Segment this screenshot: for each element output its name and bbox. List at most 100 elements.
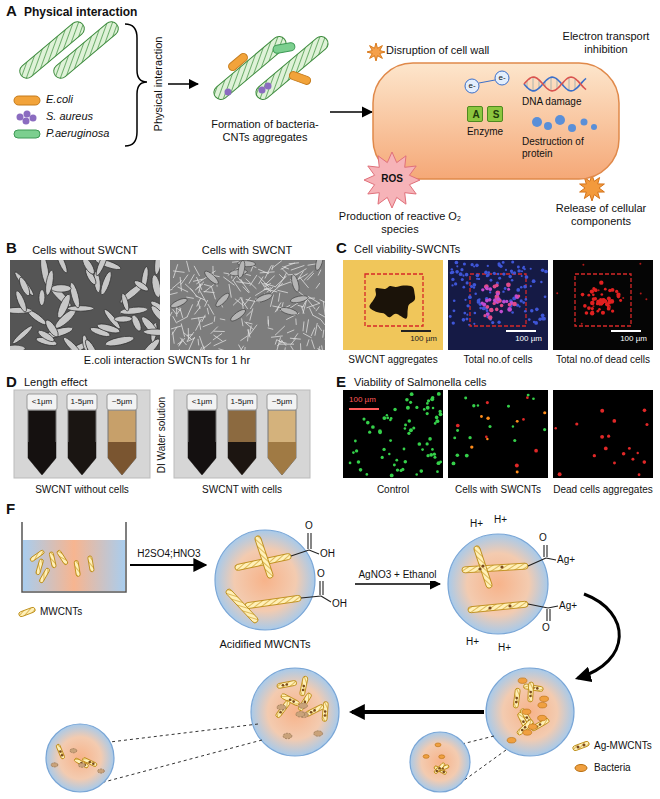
cell-dot [489,291,491,293]
chemical-bond [528,604,548,608]
cell-dot [522,418,525,421]
nanotube-fiber [244,322,253,330]
cell-dot [507,307,512,312]
cell-dot [477,404,479,406]
silver-particle [92,763,95,766]
acidified-circle: OOHOOHAcidified MWCNTs [205,518,355,638]
bacterium [522,709,531,715]
nanotube-fiber [197,282,204,289]
nanotube-fiber [291,265,305,270]
nanotube-fiber [323,301,325,315]
cell-dot [386,416,389,419]
sem-image [170,260,325,350]
cell-dot [542,317,546,321]
nanotube [211,34,289,103]
nanotube [528,682,534,702]
cell-dot [349,462,352,465]
cell-dot [490,279,493,282]
nanotube-fiber [203,323,213,327]
highlight-box [470,274,526,326]
silver-particle [292,700,295,703]
cell-dot [555,427,557,429]
tube-body [28,410,56,475]
bacterium-rod [237,260,246,279]
arrow-label: Physical interaction [152,37,165,132]
node-heading: Acidified MWCNTs [205,638,325,651]
dead-cell-dot [640,293,642,295]
cell-dot [486,275,489,278]
panel-letter: C [336,239,347,257]
cell-dot [486,312,490,316]
bacterium-rod [140,337,160,350]
cell-dot [527,394,530,397]
silver-particle [508,604,511,607]
cell-dot [433,456,436,459]
nanotube [572,741,590,752]
nanotube-fiber [315,323,317,336]
cnt-aggregate [369,285,415,318]
dead-cell-dot [587,294,590,297]
bacterium-rod [68,282,81,309]
nanotube-fiber [181,323,184,336]
cell-dot [480,415,483,418]
cell-dot [524,310,527,313]
nanotube [88,556,95,572]
nanotube-fiber [170,312,172,317]
chemical-bond [291,550,309,556]
nanotube-fiber [208,304,214,315]
effect-label: Disruption of cell wall [386,44,489,57]
process-arrow [578,594,619,678]
circle-content [51,744,104,773]
image-caption: SWCNT with cells [202,484,282,496]
nanotube [51,19,121,81]
cell-dot [508,275,511,278]
cell-dot [435,416,439,420]
nanotube-fiber [300,343,301,350]
nanotube-fiber [259,276,269,287]
cell-dot [498,277,501,280]
silver-particle [88,761,91,764]
nanotube [49,552,56,568]
side-label: DI Water solution [156,397,168,473]
scale-bar [611,330,641,332]
cell-dots [555,409,649,477]
reagent-label: H2SO4;HNO3 [137,548,200,560]
cell-dot [543,428,546,431]
legend-text: MWCNTs [40,606,82,618]
cell-dot [426,442,429,445]
circle-content [507,678,550,743]
dead-cell-dot [608,289,611,292]
bacterium [299,703,308,709]
dead-cell-dot [591,307,594,310]
micrograph [553,260,653,350]
scale-bar [506,330,536,332]
nanotube [473,545,493,589]
panel-title: Cell viability-SWCNTs [354,243,460,256]
silver-particle [481,564,484,567]
bacterium [540,696,549,702]
bacterium-rod [80,260,96,276]
bacterium-rod [96,322,121,335]
nanotube-fiber [268,328,274,329]
cell-dot [517,266,520,269]
dead-cell-dot [587,306,591,310]
image-caption: Control [377,484,409,496]
cell-dot [462,286,465,289]
cell-dot [460,268,463,271]
tube-cap [107,394,137,410]
cell-dot [497,297,501,301]
cell-dot [481,288,484,291]
nanotube-fiber [325,339,326,348]
cell-dot [456,453,460,457]
cell-dot [513,271,516,274]
protein-fragment [555,115,565,125]
protein-fragment [581,119,588,126]
saureus-icon [17,114,24,121]
cell-dot [439,412,443,416]
bacterium [518,678,527,684]
cell-dot [462,318,466,322]
cell-dot [465,317,468,320]
silver-circle: H+H+OAg+OAg+H+H+ [440,518,580,652]
node-heading: Formation of bacteria-CNTs aggregates [200,118,330,144]
bacterium-rod [104,334,134,347]
